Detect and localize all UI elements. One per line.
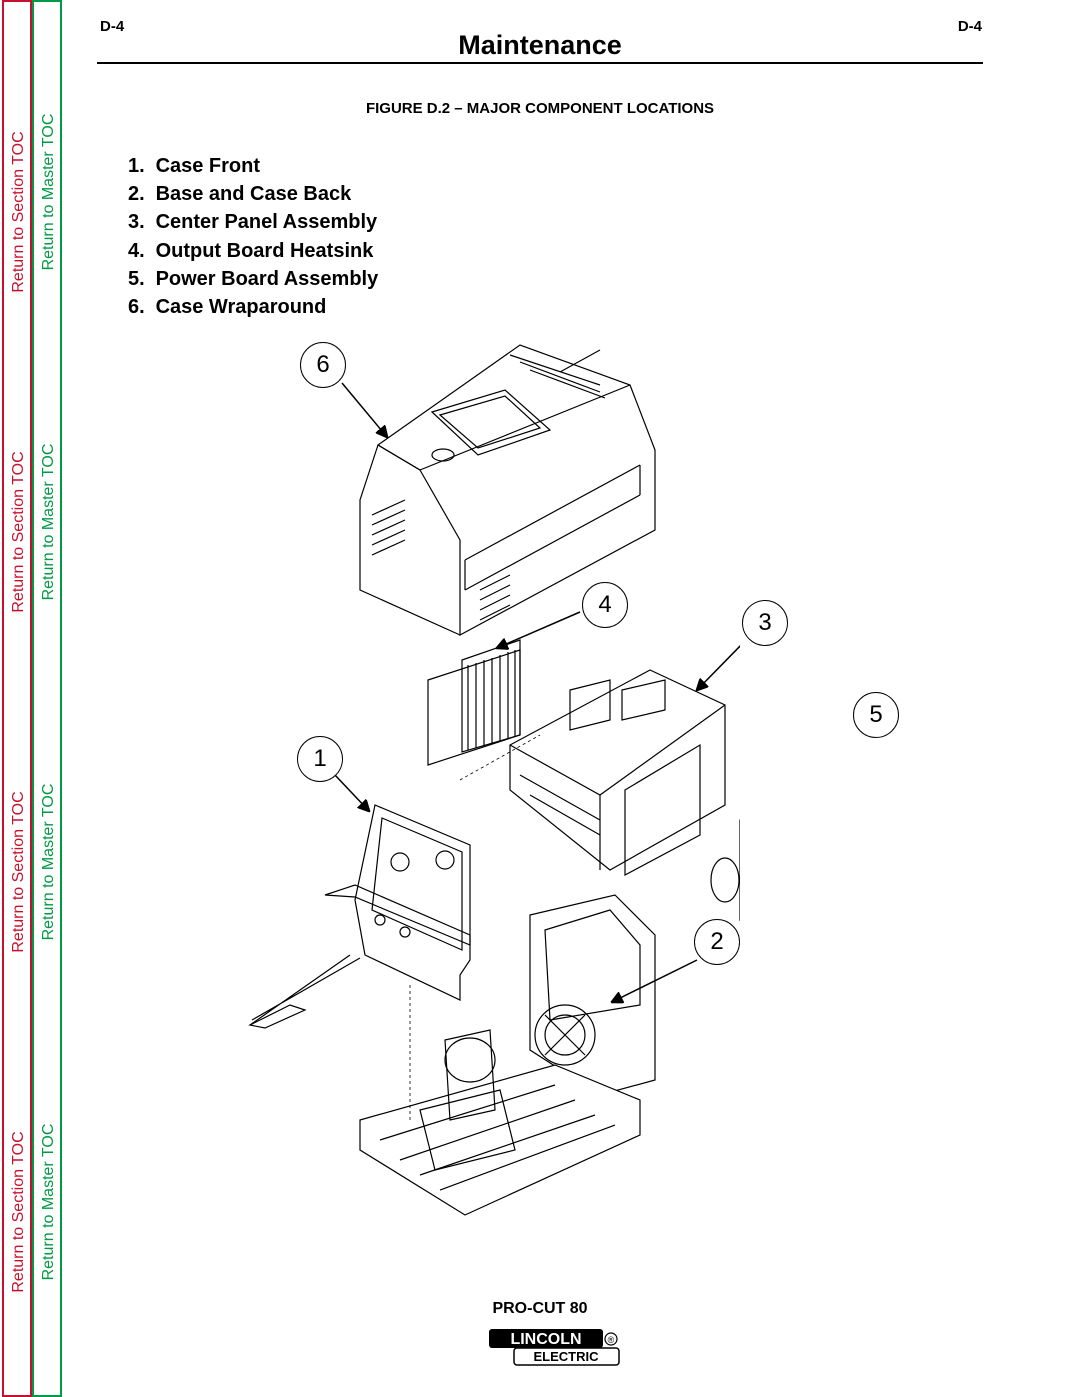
return-to-section-toc-link[interactable]: Return to Section TOC <box>10 451 27 613</box>
legend-item: 2. Base and Case Back <box>128 183 352 206</box>
callout-6: 6 <box>300 342 346 388</box>
legend-item: 1. Case Front <box>128 155 261 177</box>
return-to-master-toc-link[interactable]: Return to Master TOC <box>40 113 57 271</box>
legend-item: 5. Power Board Assembly <box>128 267 379 290</box>
legend-item: 4. Output Board Heatsink <box>128 239 374 262</box>
master-toc-column: Return to Master TOC Return to Master TO… <box>32 0 62 1397</box>
lincoln-electric-logo: LINCOLN ® ELECTRIC <box>489 1329 620 1366</box>
component-legend: 1. Case Front 2. Base and Case Back 3. C… <box>128 152 378 321</box>
callout-4: 4 <box>582 582 628 628</box>
return-to-master-toc-link[interactable]: Return to Master TOC <box>40 783 57 941</box>
svg-text:LINCOLN: LINCOLN <box>510 1331 581 1348</box>
output-board-heatsink-drawing <box>427 639 521 766</box>
svg-text:®: ® <box>608 1335 615 1345</box>
power-board-assembly-drawing <box>710 819 740 921</box>
page-code-left: D-4 <box>100 18 125 35</box>
legend-item: 3. Center Panel Assembly <box>128 211 378 234</box>
callout-1: 1 <box>297 736 343 782</box>
return-to-master-toc-link[interactable]: Return to Master TOC <box>40 443 57 601</box>
callout-2: 2 <box>694 919 740 965</box>
svg-text:ELECTRIC: ELECTRIC <box>534 1349 600 1364</box>
page-title: Maintenance <box>458 30 622 60</box>
base-and-case-back-drawing <box>359 894 656 1216</box>
header-rule <box>97 62 983 64</box>
center-panel-assembly-drawing <box>509 669 726 876</box>
legend-item: 6. Case Wraparound <box>128 295 327 318</box>
page-code-right: D-4 <box>957 18 982 35</box>
case-wraparound-drawing <box>359 344 656 637</box>
callout-3: 3 <box>742 600 788 646</box>
case-front-drawing <box>248 804 471 1029</box>
product-model: PRO-CUT 80 <box>492 1300 588 1317</box>
section-toc-column: Return to Section TOC Return to Section … <box>2 0 32 1397</box>
callout-5: 5 <box>853 692 899 738</box>
figure-title: FIGURE D.2 – MAJOR COMPONENT LOCATIONS <box>365 100 715 117</box>
return-to-section-toc-link[interactable]: Return to Section TOC <box>10 791 27 953</box>
leader-arrows <box>316 382 740 1002</box>
exploded-component-diagram <box>248 344 740 1216</box>
